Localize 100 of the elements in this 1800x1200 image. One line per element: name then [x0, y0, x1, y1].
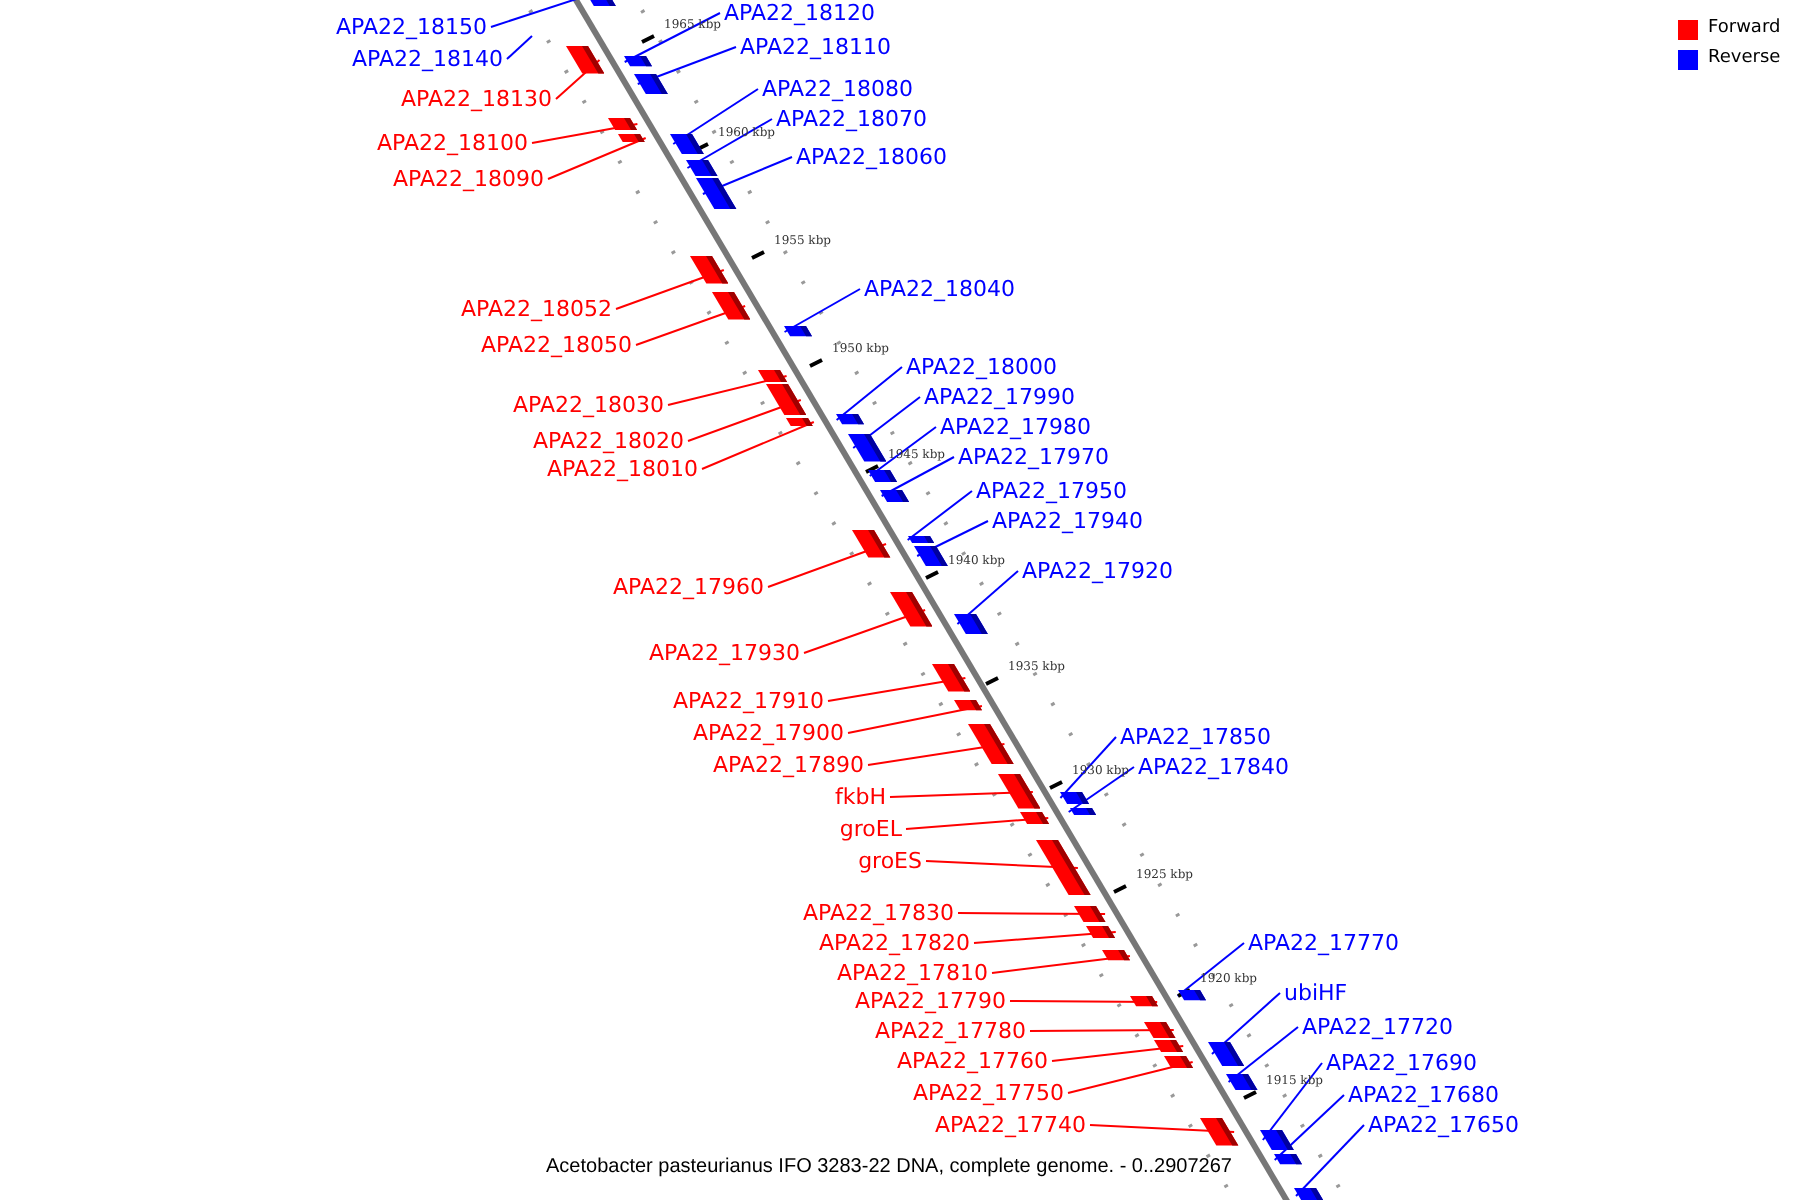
gene-label: APA22_17680 — [1348, 1082, 1499, 1108]
leader-line — [827, 677, 967, 702]
leader-line — [555, 59, 601, 100]
gene-label: APA22_17760 — [897, 1048, 1048, 1074]
gene-label: APA22_18110 — [740, 34, 891, 60]
leader-line — [1261, 1062, 1323, 1141]
gene-feature — [1177, 990, 1206, 1002]
gene-label: APA22_17770 — [1248, 930, 1399, 956]
gene-feature — [836, 414, 865, 426]
leader-line — [1029, 1029, 1175, 1032]
leader-line — [847, 705, 983, 734]
gene-feature — [1163, 1055, 1194, 1069]
leader-line — [672, 88, 759, 145]
gene-label: APA22_17970 — [958, 444, 1109, 470]
leader-line — [686, 118, 773, 169]
gene-feature — [786, 417, 814, 427]
gene-label: groEL — [839, 816, 902, 842]
leader-line — [687, 399, 802, 442]
leader-line — [701, 156, 793, 195]
gene-feature — [967, 723, 1014, 765]
gene-label: groES — [858, 848, 922, 874]
gene-feature — [848, 434, 887, 462]
gene-label: APA22_17930 — [649, 640, 800, 666]
leader-line — [531, 123, 639, 144]
gene-label: APA22_18140 — [352, 46, 503, 72]
gene-feature — [1143, 1021, 1176, 1039]
leader-line — [867, 743, 1006, 766]
gene-feature — [1086, 925, 1117, 939]
gene-feature — [953, 700, 982, 712]
gene-feature — [784, 326, 813, 338]
gene-feature — [1226, 1073, 1259, 1091]
gene-label: fkbH — [835, 784, 886, 810]
gene-label: APA22_17840 — [1138, 754, 1289, 780]
gene-feature — [852, 530, 892, 558]
gene-label: APA22_18150 — [336, 14, 487, 40]
gene-feature — [1036, 840, 1092, 896]
leader-line — [1059, 736, 1117, 799]
leader-line — [1295, 1124, 1365, 1197]
gene-feature — [1101, 950, 1130, 962]
gene-label: APA22_17780 — [875, 1018, 1026, 1044]
gene-label: APA22_17850 — [1120, 724, 1271, 750]
gene-label: APA22_17820 — [819, 930, 970, 956]
gene-label: APA22_17910 — [673, 688, 824, 714]
gene-label: APA22_18100 — [377, 130, 528, 156]
gene-label: APA22_17950 — [976, 478, 1127, 504]
leader-line — [906, 490, 973, 541]
gene-label: APA22_18000 — [906, 354, 1057, 380]
leader-line — [767, 543, 888, 588]
gene-label: APA22_18050 — [481, 332, 632, 358]
caption: Acetobacter pasteurianus IFO 3283-22 DNA, complete genome. - 0..2907267 — [546, 1156, 1232, 1178]
gene-label: APA22_17940 — [992, 508, 1143, 534]
leader-line — [916, 520, 989, 557]
gene-label: ubiHF — [1284, 980, 1348, 1006]
gene-label: APA22_18060 — [796, 144, 947, 170]
gene-feature — [868, 469, 899, 483]
gene-feature — [908, 536, 935, 544]
gene-label: APA22_18020 — [533, 428, 684, 454]
gene-feature — [932, 664, 971, 692]
gene-feature — [670, 133, 705, 155]
leader-line — [1210, 992, 1281, 1055]
gene-label: APA22_17750 — [913, 1080, 1064, 1106]
gene-feature — [1019, 811, 1050, 825]
gene-feature — [1154, 1039, 1185, 1053]
leader-line — [880, 456, 955, 497]
gene-feature — [608, 117, 639, 131]
leader-line — [889, 791, 1034, 798]
gene-label: APA22_17990 — [924, 384, 1075, 410]
gene-feature — [711, 292, 751, 320]
gene-feature — [690, 256, 729, 284]
leader-line — [957, 912, 1107, 915]
gene-feature — [1200, 1118, 1240, 1146]
gene-feature — [1207, 1041, 1245, 1067]
gene-feature — [889, 592, 933, 628]
gene-label: APA22_18010 — [547, 456, 698, 482]
gene-label: APA22_17810 — [837, 960, 988, 986]
leader-line — [701, 421, 815, 470]
leader-line — [667, 375, 788, 406]
gene-label: APA22_17920 — [1022, 558, 1173, 584]
gene-label: APA22_18130 — [401, 86, 552, 112]
leader-line — [1051, 1045, 1185, 1062]
leader-line — [1009, 1000, 1159, 1003]
leader-line — [956, 570, 1019, 625]
gene-label: APA22_18030 — [513, 392, 664, 418]
gene-label: APA22_18052 — [461, 296, 612, 322]
gene-feature — [634, 73, 669, 95]
leader-line — [835, 366, 903, 421]
gene-feature — [685, 159, 718, 177]
leader-line — [1067, 1061, 1194, 1094]
leader-line — [868, 426, 937, 477]
gene-feature — [1293, 1187, 1327, 1200]
leader-line — [852, 396, 921, 449]
gene-label: APA22_17890 — [713, 752, 864, 778]
leader-line — [547, 137, 647, 180]
leader-line — [783, 288, 861, 333]
gene-label: APA22_17900 — [693, 720, 844, 746]
gene-label: APA22_17720 — [1302, 1014, 1453, 1040]
leader-line — [803, 609, 927, 654]
gene-label: APA22_17790 — [855, 988, 1006, 1014]
gene-feature — [1069, 808, 1096, 816]
leader-line — [1067, 766, 1135, 813]
